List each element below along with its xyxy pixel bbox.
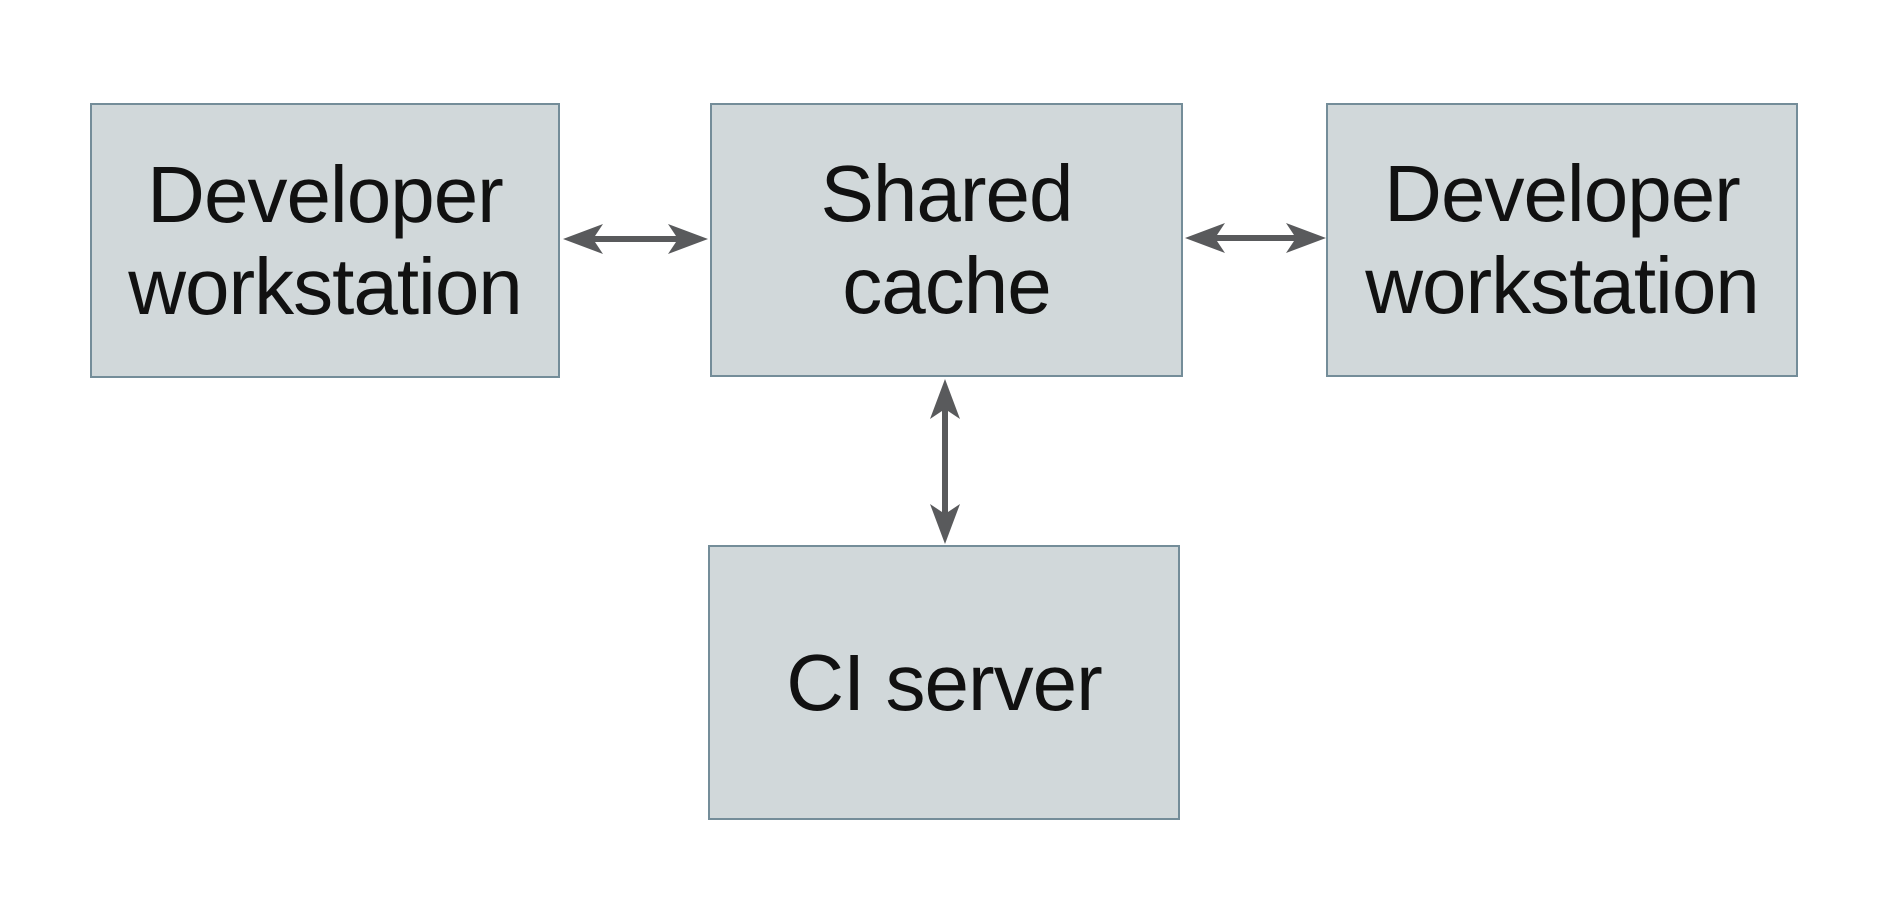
node-label-line: Developer — [147, 149, 504, 239]
double-arrow-left-workstation-shared-cache — [563, 224, 708, 254]
double-arrow-shared-cache-ci-server — [930, 379, 960, 544]
node-developer-workstation-right: Developer workstation — [1326, 103, 1798, 377]
node-label-line: workstation — [1365, 241, 1760, 330]
double-arrow-shared-cache-right-workstation — [1185, 223, 1326, 253]
node-shared-cache: Shared cache — [710, 103, 1183, 377]
node-label-line: Developer — [1384, 149, 1741, 238]
node-label-line: CI server — [786, 637, 1102, 727]
node-label-line: cache — [842, 241, 1051, 330]
node-developer-workstation-left: Developer workstation — [90, 103, 560, 378]
node-label-line: workstation — [128, 241, 523, 331]
node-ci-server: CI server — [708, 545, 1180, 820]
node-label-line: Shared — [820, 149, 1074, 238]
